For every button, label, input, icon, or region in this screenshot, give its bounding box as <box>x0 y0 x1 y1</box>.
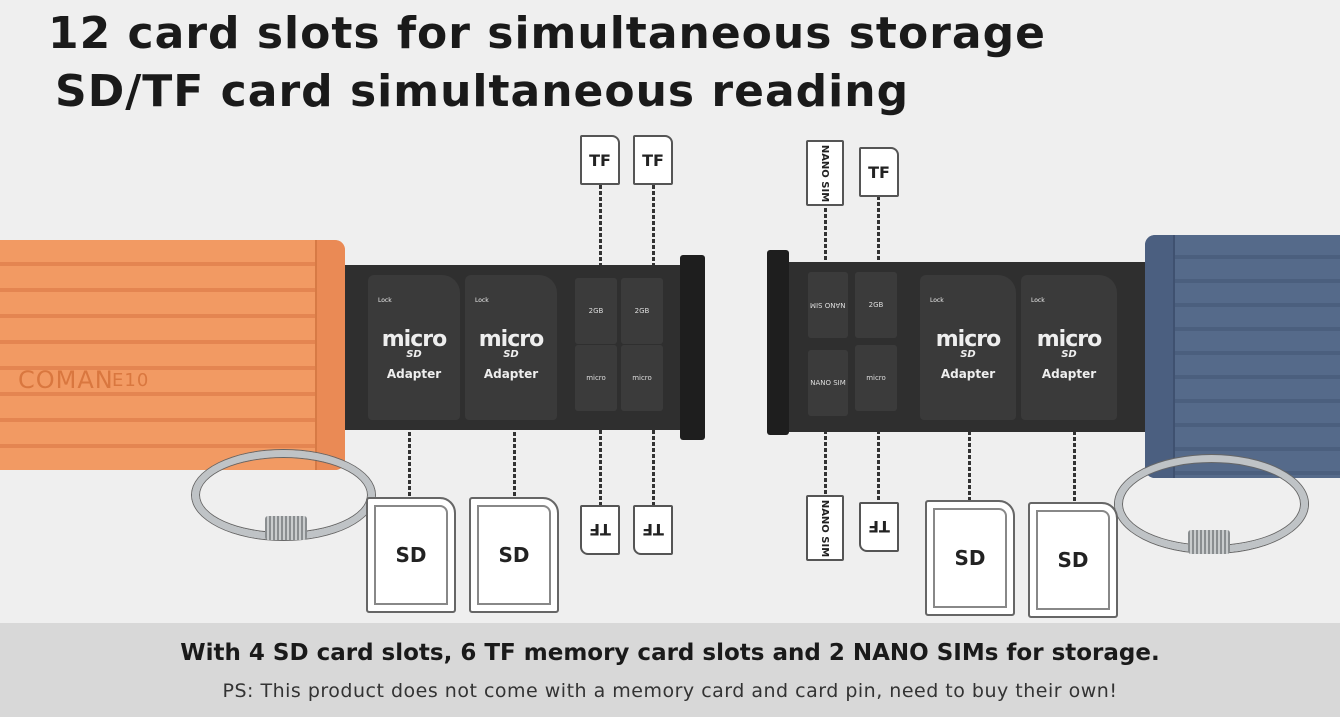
sd-card: SD <box>366 497 456 613</box>
connector-line <box>599 185 602 265</box>
connector-line <box>877 430 880 500</box>
connector-line <box>652 185 655 265</box>
microsd-adapter: Lock micro SD Adapter <box>920 275 1016 420</box>
tf-card: TF <box>859 147 899 197</box>
tf-slot: micro <box>621 345 663 411</box>
microsd-adapter: Lock micro SD Adapter <box>368 275 460 420</box>
nano-sim-card: NANO SIM <box>806 140 844 206</box>
orange-case-rim <box>315 240 345 470</box>
tf-slot: micro <box>855 345 897 411</box>
lock-label: Lock <box>475 297 489 304</box>
footer-band <box>0 623 1340 717</box>
sd-card: SD <box>925 500 1015 616</box>
capacity-label: 2GB <box>868 301 884 309</box>
tube-end-cap <box>680 255 705 440</box>
lock-label: Lock <box>930 297 944 304</box>
nano-sim-label: NANO SIM <box>810 301 846 309</box>
tf-card: TF <box>633 135 673 185</box>
connector-line <box>599 430 602 505</box>
micro-logo: micro <box>478 327 544 352</box>
adapter-label: Adapter <box>386 367 442 381</box>
headline-line1: 12 card slots for simultaneous storage <box>48 8 1046 59</box>
tf-slot: 2GB <box>575 278 617 344</box>
blue-case <box>1145 235 1340 478</box>
connector-line <box>513 420 516 498</box>
lock-label: Lock <box>378 297 392 304</box>
orange-case <box>0 240 345 470</box>
headline-line2: SD/TF card simultaneous reading <box>55 66 910 117</box>
tf-card: TF <box>859 502 899 552</box>
tf-slot: 2GB <box>621 278 663 344</box>
sd-logo: SD <box>960 349 976 360</box>
footer-summary: With 4 SD card slots, 6 TF memory card s… <box>180 640 1160 666</box>
tf-slot: micro <box>575 345 617 411</box>
footer-note: PS: This product does not come with a me… <box>222 680 1118 702</box>
nano-sim-slot: NANO SIM <box>808 272 848 338</box>
adapter-label: Adapter <box>483 367 539 381</box>
adapter-label: Adapter <box>940 367 996 381</box>
model-label: E10 <box>112 370 150 391</box>
nano-sim-label: NANO SIM <box>819 499 831 557</box>
sd-card: SD <box>1028 502 1118 618</box>
connector-line <box>408 420 411 498</box>
capacity-label: 2GB <box>634 307 650 315</box>
tf-slot: 2GB <box>855 272 897 338</box>
adapter-label: Adapter <box>1041 367 1097 381</box>
brand-logo: COMAN <box>18 366 114 394</box>
connector-line <box>877 196 880 268</box>
tf-card: TF <box>580 135 620 185</box>
blue-case-rim <box>1145 235 1175 478</box>
nano-sim-label: NANO SIM <box>819 144 831 202</box>
carabiner-lock-sleeve <box>265 516 307 540</box>
micro-label: micro <box>632 374 652 382</box>
connector-line <box>824 430 827 495</box>
connector-line <box>1073 425 1076 502</box>
micro-label: micro <box>866 374 886 382</box>
microsd-adapter: Lock micro SD Adapter <box>465 275 557 420</box>
carabiner-lock-sleeve <box>1188 530 1230 554</box>
connector-line <box>652 430 655 505</box>
microsd-adapter: Lock micro SD Adapter <box>1021 275 1117 420</box>
capacity-label: 2GB <box>588 307 604 315</box>
nano-sim-slot: NANO SIM <box>808 350 848 416</box>
connector-line <box>968 425 971 500</box>
connector-line <box>824 208 827 268</box>
tf-card: TF <box>580 505 620 555</box>
sd-logo: SD <box>406 349 422 360</box>
sd-card: SD <box>469 497 559 613</box>
micro-logo: micro <box>935 327 1001 352</box>
sd-logo: SD <box>503 349 519 360</box>
nano-sim-card: NANO SIM <box>806 495 844 561</box>
lock-label: Lock <box>1031 297 1045 304</box>
micro-label: micro <box>586 374 606 382</box>
nano-sim-label: NANO SIM <box>810 379 846 387</box>
tube-end-cap <box>767 250 789 435</box>
micro-logo: micro <box>381 327 447 352</box>
tf-card: TF <box>633 505 673 555</box>
micro-logo: micro <box>1036 327 1102 352</box>
sd-logo: SD <box>1061 349 1077 360</box>
